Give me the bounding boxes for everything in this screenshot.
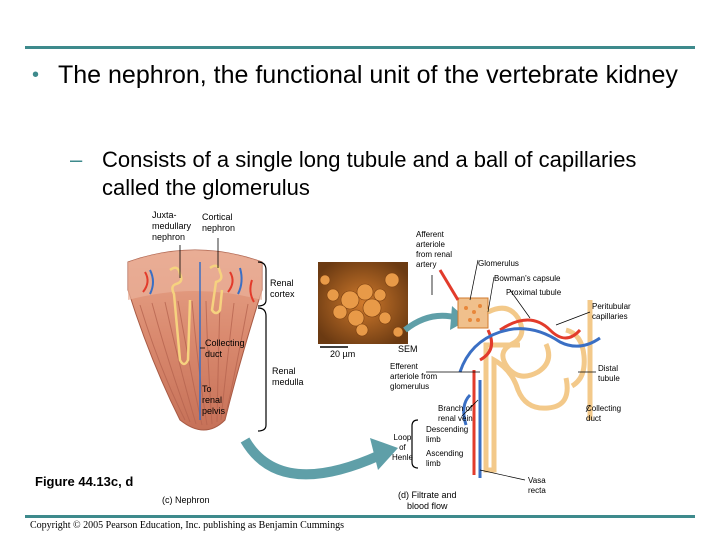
label-collecting-duct-detail: Collecting duct	[586, 404, 622, 423]
label-descending-limb: Descending limb	[426, 425, 469, 444]
label-panel-c: (c) Nephron	[162, 495, 210, 505]
label-sem: SEM	[398, 344, 418, 354]
label-glomerulus: Glomerulus	[478, 259, 519, 268]
pointer-lines	[179, 238, 433, 349]
label-proximal-tubule: Proximal tubule	[506, 288, 562, 297]
bottom-rule	[25, 515, 695, 518]
label-to-renal-pelvis: To renal pelvis	[202, 384, 226, 416]
label-branch-renal-vein: Branch of renal vein	[438, 404, 473, 423]
label-peritubular-capillaries: Peritubular capillaries	[592, 302, 631, 321]
label-loop-of-henle: Loop of Henle	[392, 433, 413, 462]
kidney-section	[127, 249, 263, 431]
label-collecting-duct: Collecting duct	[205, 338, 245, 359]
sem-micrograph	[318, 262, 408, 348]
sub-bullet-marker: –	[70, 147, 83, 172]
top-rule	[25, 46, 695, 49]
nephron-detail	[438, 269, 601, 478]
label-scale-bar: 20 µm	[330, 349, 356, 359]
label-afferent-arteriole: Afferent arteriole from renal artery	[416, 230, 453, 269]
label-juxtamedullary-nephron: Juxta- medullary nephron	[152, 210, 192, 242]
copyright-notice: Copyright © 2005 Pearson Education, Inc.…	[30, 520, 344, 531]
label-ascending-limb: Ascending limb	[426, 449, 464, 468]
flow-arrow	[240, 437, 383, 480]
label-renal-cortex: Renal cortex	[270, 278, 295, 299]
label-bowmans-capsule: Bowman's capsule	[494, 274, 561, 283]
figure-caption: Figure 44.13c, d	[35, 474, 134, 489]
bullet-text: The nephron, the functional unit of the …	[58, 61, 678, 89]
sub-bullet-text: Consists of a single long tubule and a b…	[102, 147, 637, 200]
label-cortical-nephron: Cortical nephron	[202, 212, 236, 233]
region-brackets	[257, 261, 419, 469]
bullet-marker: •	[32, 64, 40, 86]
label-renal-medulla: Renal medulla	[272, 366, 304, 387]
label-distal-tubule: Distal tubule	[598, 364, 620, 383]
label-vasa-recta: Vasa recta	[528, 476, 546, 495]
label-efferent-arteriole: Efferent arteriole from glomerulus	[390, 362, 438, 391]
label-panel-d: (d) Filtrate and blood flow	[398, 490, 457, 511]
